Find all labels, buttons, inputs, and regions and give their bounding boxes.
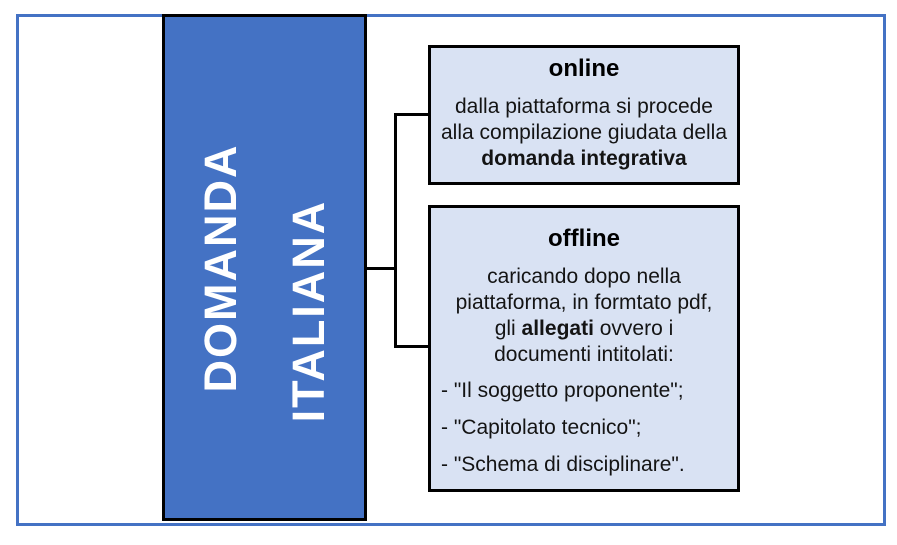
offline-line3-prefix: gli <box>494 317 522 340</box>
online-body-line2: alla compilazione giudata della <box>440 121 728 144</box>
online-body-line1: dalla piattaforma si procede <box>455 95 713 118</box>
outer-border <box>16 14 886 526</box>
bullet-item: - "Il soggetto proponente"; <box>441 379 684 402</box>
offline-line3-bold: allegati <box>521 317 594 340</box>
connector-vertical-spine <box>394 113 397 348</box>
root-box-domanda-italiana: DOMANDA ITALIANA <box>162 14 367 521</box>
offline-box: offline caricando dopo nella piattaforma… <box>428 205 740 492</box>
bullet-item: - "Schema di disciplinare". <box>441 453 685 476</box>
offline-body-line3: gli allegati ovvero i <box>431 316 737 342</box>
bullet-item: - "Capitolato tecnico"; <box>441 416 642 439</box>
online-body-line3-bold: domanda integrativa <box>481 147 687 170</box>
offline-bullet-list: - "Il soggetto proponente"; - "Capitolato… <box>431 378 737 478</box>
offline-line3-suffix: ovvero i <box>593 317 674 340</box>
connector-root-stub <box>364 267 396 270</box>
root-label-line2: ITALIANA <box>282 199 334 422</box>
online-title: online <box>548 55 620 82</box>
offline-body-line2: piattaforma, in formtato pdf, <box>455 291 713 314</box>
online-box: online dalla piattaforma si procede alla… <box>428 45 740 185</box>
offline-title: offline <box>548 225 620 252</box>
root-rotated-label: DOMANDA ITALIANA <box>163 14 367 521</box>
offline-body-line1: caricando dopo nella <box>487 265 681 288</box>
offline-body-line4: documenti intitolati: <box>494 343 674 366</box>
connector-arm-online <box>394 113 428 116</box>
root-label-line1: DOMANDA <box>194 143 246 392</box>
connector-arm-offline <box>394 345 428 348</box>
